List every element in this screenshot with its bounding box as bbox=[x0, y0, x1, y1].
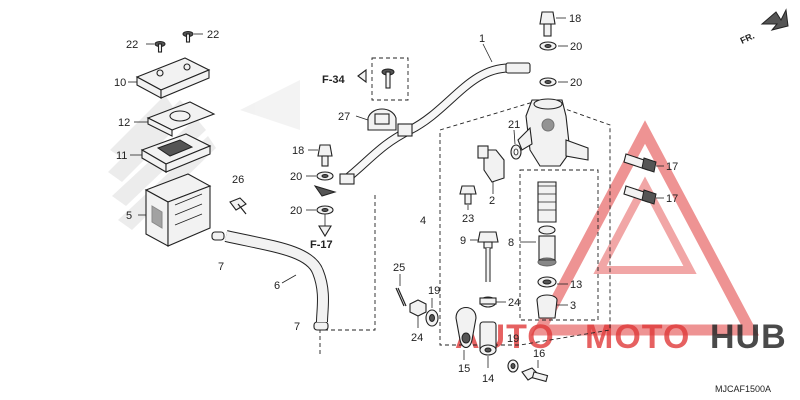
callout-19-left: 19 bbox=[428, 285, 440, 297]
watermark-logo: AUTO MOTO HUB bbox=[455, 120, 787, 356]
reference-f34: F-34 bbox=[322, 57, 409, 101]
part-1-brake-hose bbox=[339, 62, 531, 185]
callout-1: 1 bbox=[479, 33, 485, 45]
callout-numbers: 22 22 10 12 11 5 26 7 6 7 1 27 18 20 20 … bbox=[114, 13, 678, 385]
part-22-screw-left bbox=[154, 41, 166, 53]
part-20-washer-right-lower bbox=[539, 77, 557, 87]
banjo-fitting-left bbox=[313, 185, 337, 197]
callout-15: 15 bbox=[458, 363, 470, 375]
callout-25: 25 bbox=[393, 262, 405, 274]
part-18-banjo-bolt-right bbox=[539, 11, 556, 37]
callout-7-lower: 7 bbox=[294, 321, 300, 333]
part-22-screw-right bbox=[182, 31, 194, 43]
callout-24-right: 24 bbox=[508, 297, 520, 309]
part-26-bolt bbox=[229, 197, 247, 215]
part-15-rod-joint bbox=[455, 306, 477, 349]
callout-20-right-upper: 20 bbox=[570, 41, 582, 53]
callout-17-lower: 17 bbox=[666, 193, 678, 205]
callout-9: 9 bbox=[460, 235, 466, 247]
front-arrow-icon bbox=[760, 8, 789, 31]
part-13-seal bbox=[537, 276, 557, 288]
callout-20-left-upper: 20 bbox=[290, 171, 302, 183]
callout-18-right: 18 bbox=[569, 13, 581, 25]
part-20-washer-left-upper bbox=[316, 171, 334, 181]
callout-27: 27 bbox=[338, 111, 350, 123]
callout-10: 10 bbox=[114, 77, 126, 89]
watermark-text-hub: HUB bbox=[710, 318, 787, 356]
callout-6: 6 bbox=[274, 280, 280, 292]
callout-18-left: 18 bbox=[292, 145, 304, 157]
part-9-push-rod bbox=[477, 231, 499, 282]
part-18-banjo-bolt-left bbox=[317, 144, 333, 167]
reference-f17: F-17 bbox=[310, 208, 333, 251]
part-11-diaphragm bbox=[140, 133, 212, 173]
callout-26: 26 bbox=[232, 174, 244, 186]
part-2-hose-joint bbox=[477, 145, 505, 183]
part-6-reservoir-hose bbox=[224, 230, 329, 323]
callout-8: 8 bbox=[508, 237, 514, 249]
part-16-bolt bbox=[521, 367, 549, 383]
callout-14: 14 bbox=[482, 373, 494, 385]
part-3-boot bbox=[536, 294, 558, 319]
callout-4: 4 bbox=[420, 215, 426, 227]
part-10-reservoir-cap bbox=[135, 57, 211, 99]
part-19-washer-left bbox=[425, 309, 439, 327]
callout-12: 12 bbox=[118, 117, 130, 129]
part-20-washer-right-upper bbox=[539, 41, 557, 51]
piston-set-outline bbox=[519, 169, 599, 321]
part-17-bolt-lower bbox=[623, 185, 657, 205]
reference-label-f34: F-34 bbox=[322, 74, 346, 86]
callout-19-right: 19 bbox=[507, 333, 519, 345]
callout-23: 23 bbox=[462, 213, 474, 225]
hose-route-outline bbox=[319, 195, 376, 355]
reference-label-f17: F-17 bbox=[310, 239, 333, 251]
part-25-cotter-pin bbox=[395, 287, 407, 307]
part-24-nut-right bbox=[479, 296, 497, 308]
callout-3: 3 bbox=[570, 300, 576, 312]
watermark-text-moto: MOTO bbox=[585, 318, 690, 356]
diagram-code: MJCAF1500A bbox=[715, 384, 771, 394]
part-23-bolt bbox=[459, 185, 477, 205]
master-cylinder-body bbox=[517, 98, 589, 167]
callout-5: 5 bbox=[126, 210, 132, 222]
part-19-washer-right bbox=[507, 359, 519, 373]
callout-2: 2 bbox=[489, 195, 495, 207]
part-5-reservoir-body bbox=[144, 173, 212, 247]
master-cylinder-group-outline bbox=[439, 99, 611, 346]
callout-22-left: 22 bbox=[126, 39, 138, 51]
callout-20-right-lower: 20 bbox=[570, 77, 582, 89]
part-7-hose-clip-upper bbox=[211, 231, 225, 241]
part-20-washer-left-lower bbox=[316, 205, 334, 215]
part-27-hose-clamp bbox=[367, 108, 397, 131]
callout-16: 16 bbox=[533, 348, 545, 360]
callout-17-upper: 17 bbox=[666, 161, 678, 173]
part-24-nut-left bbox=[409, 299, 427, 317]
part-21-o-ring bbox=[510, 144, 522, 160]
front-direction-label: FR. bbox=[739, 31, 756, 46]
callout-7-upper: 7 bbox=[218, 261, 224, 273]
callout-24-left: 24 bbox=[411, 332, 423, 344]
part-8-piston-set bbox=[537, 181, 557, 267]
part-7-hose-clip-lower bbox=[313, 321, 329, 331]
callout-11: 11 bbox=[116, 150, 127, 162]
callout-21: 21 bbox=[508, 119, 520, 131]
callout-20-left-lower: 20 bbox=[290, 205, 302, 217]
front-direction-indicator: FR. bbox=[739, 8, 789, 46]
part-14-joint-pin bbox=[479, 321, 497, 356]
callout-22-right: 22 bbox=[207, 29, 219, 41]
part-17-bolt-upper bbox=[623, 153, 657, 173]
callout-13: 13 bbox=[570, 279, 582, 291]
